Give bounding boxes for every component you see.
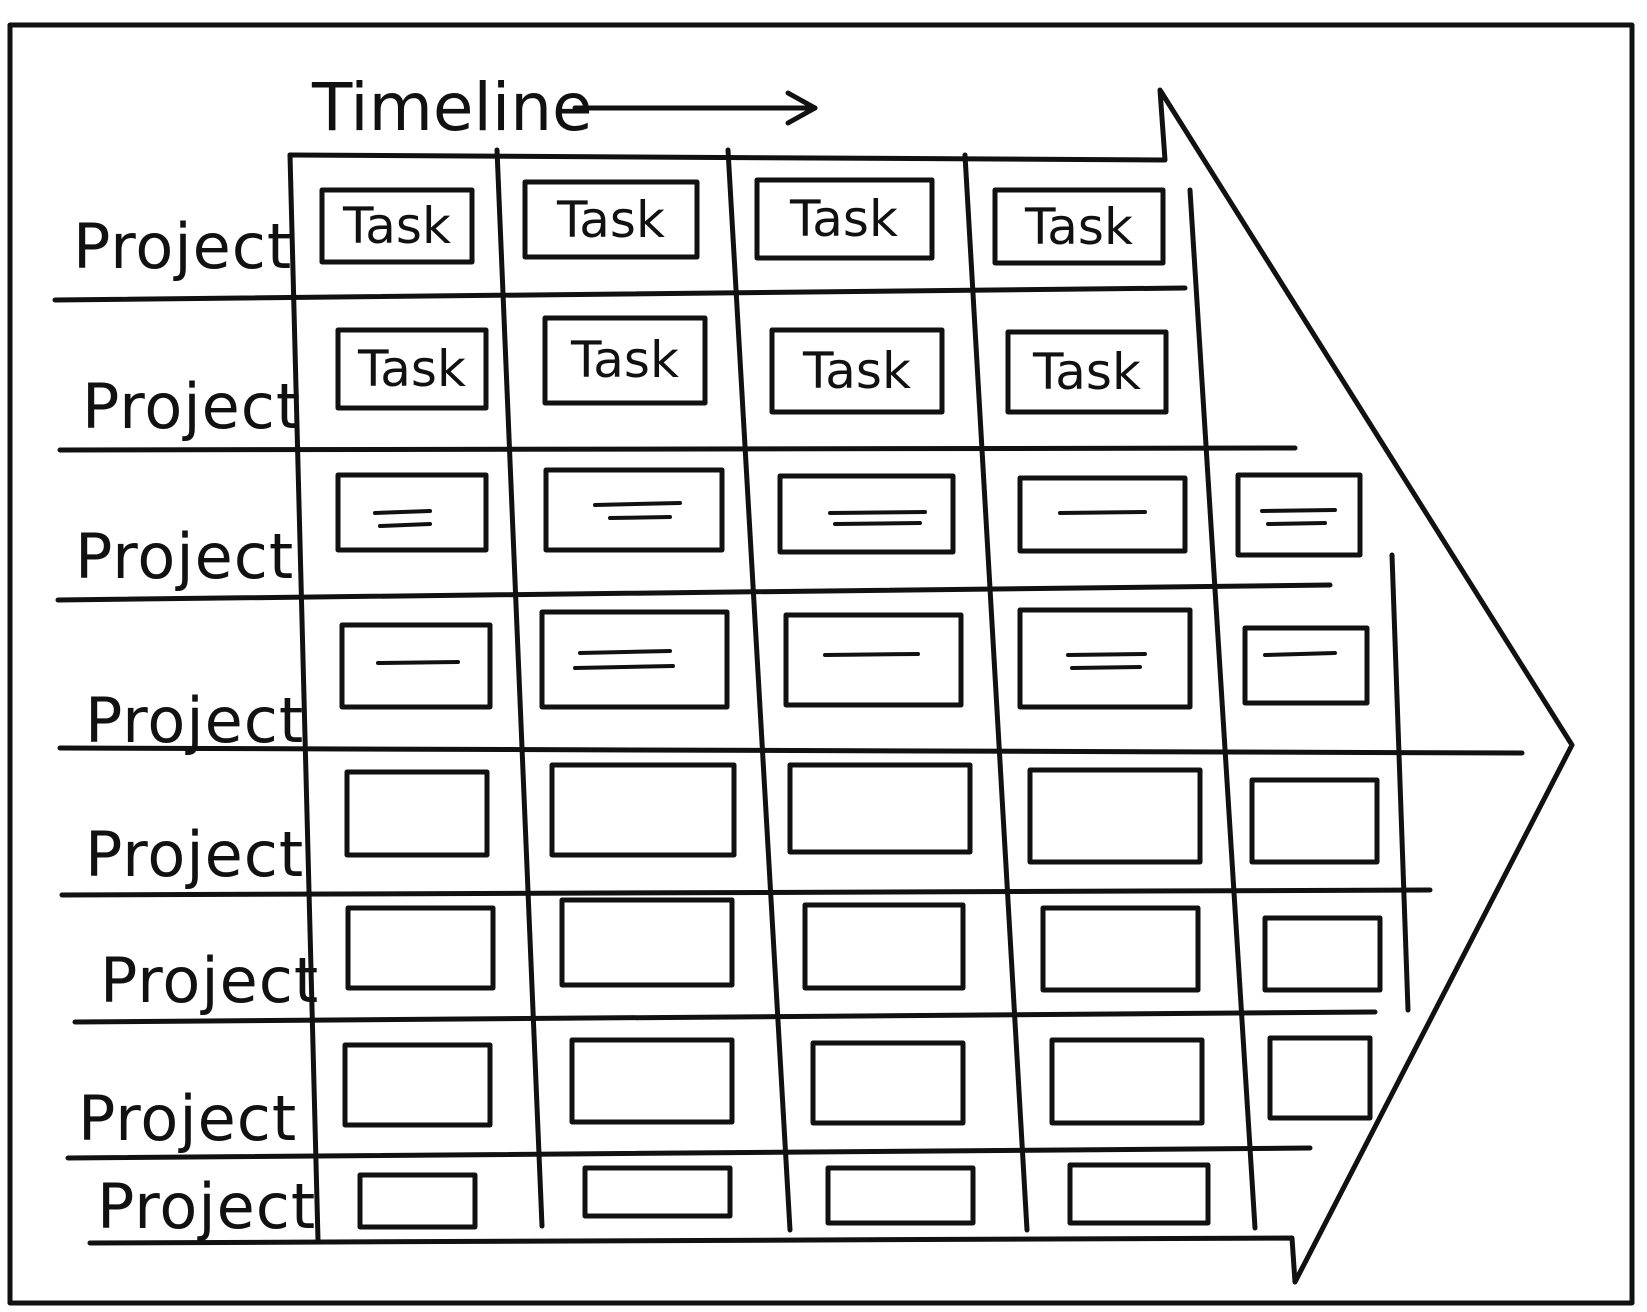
placeholder-box — [1249, 777, 1380, 865]
task-label: Task — [357, 340, 466, 398]
placeholder-box — [1267, 1035, 1373, 1121]
placeholder-box — [1067, 1162, 1211, 1226]
placeholder-box — [339, 622, 493, 710]
scribble-lines — [1066, 652, 1147, 670]
placeholder-box — [810, 1040, 966, 1126]
placeholder-box — [1027, 767, 1203, 865]
task-label: Task — [789, 190, 898, 248]
scribble-lines — [1263, 651, 1337, 657]
scribble-lines — [376, 660, 460, 665]
placeholder-box — [787, 762, 973, 855]
scribble-lines — [823, 652, 920, 657]
placeholder-box — [1242, 625, 1370, 706]
placeholder-box — [342, 1042, 493, 1128]
placeholder-box — [1235, 472, 1363, 558]
scribble-lines — [828, 510, 927, 526]
scribble-lines — [1260, 508, 1337, 526]
timeline-label: Timeline — [311, 69, 593, 146]
scribble-lines — [573, 649, 675, 670]
placeholder-box — [1262, 915, 1383, 993]
placeholder-box — [335, 472, 489, 553]
placeholder-box — [783, 612, 964, 708]
placeholder-box — [345, 905, 496, 991]
task-box — [754, 177, 935, 261]
placeholder-box — [1017, 607, 1193, 710]
task-label: Task — [1024, 198, 1133, 256]
placeholder-box — [569, 1037, 735, 1125]
scribble-lines — [1058, 510, 1147, 515]
placeholder-box — [802, 902, 966, 991]
task-box — [522, 179, 700, 260]
task-box — [992, 187, 1166, 266]
placeholder-box — [582, 1165, 733, 1219]
column-dividers — [287, 147, 1411, 1243]
outer-frame — [7, 22, 1635, 1306]
scribble-lines — [593, 501, 682, 520]
project-label: Project — [85, 684, 304, 757]
task-label: Task — [802, 342, 911, 400]
task-label: Task — [556, 191, 665, 249]
task-label: Task — [570, 331, 679, 389]
placeholder-box — [1049, 1037, 1205, 1126]
placeholder-box — [539, 609, 730, 710]
project-label: Project — [100, 944, 319, 1017]
placeholder-box — [777, 473, 956, 555]
scribble-lines — [373, 509, 432, 528]
task-box — [319, 187, 475, 265]
placeholder-box — [559, 897, 735, 988]
task-label: Task — [1032, 343, 1141, 401]
placeholder-box — [344, 769, 490, 858]
placeholder-box — [549, 762, 737, 858]
task-box — [769, 327, 945, 415]
placeholder-box — [357, 1172, 478, 1230]
project-label: Project — [78, 1082, 297, 1155]
task-box — [1005, 329, 1169, 415]
project-label: Project — [82, 370, 301, 443]
task-label: Task — [342, 197, 451, 255]
placeholder-box — [1017, 475, 1188, 554]
task-box — [542, 315, 708, 406]
big-arrow-outline — [87, 87, 1575, 1285]
placeholder-box — [1040, 905, 1201, 993]
placeholder-box — [543, 467, 725, 553]
project-label: Project — [97, 1170, 316, 1243]
timeline-arrow-icon — [572, 90, 818, 126]
placeholder-box — [825, 1165, 976, 1226]
project-label: Project — [85, 818, 304, 891]
project-label: Project — [73, 210, 292, 283]
project-label: Project — [75, 520, 294, 593]
task-box — [335, 327, 489, 411]
